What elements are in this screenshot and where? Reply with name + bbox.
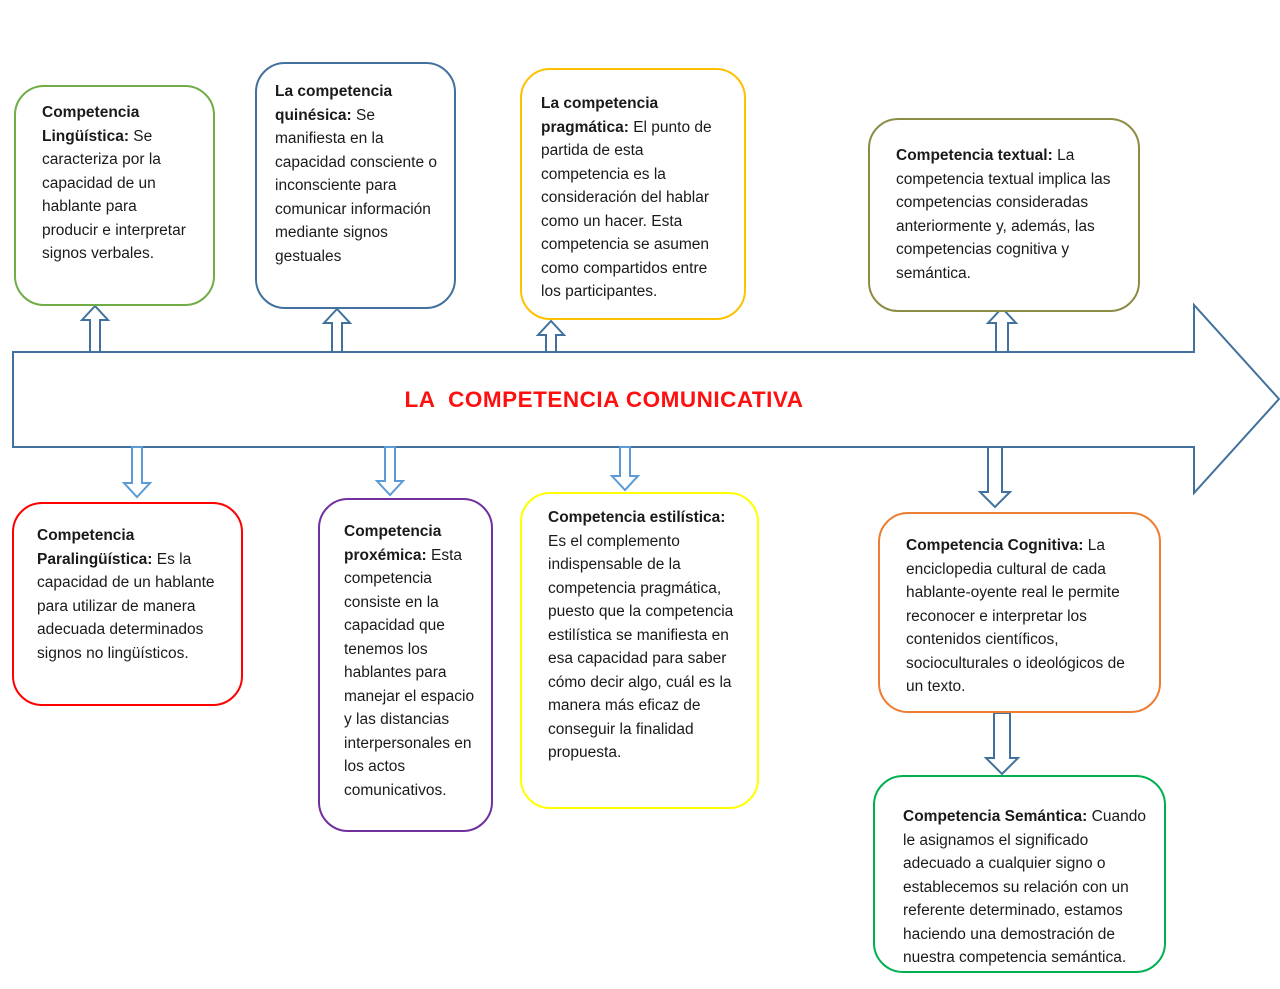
box-competencia-proxemica: Competencia proxémica: Esta competencia … xyxy=(318,498,493,832)
main-arrow-title: LA COMPETENCIA COMUNICATIVA xyxy=(404,386,804,412)
box-competencia-paralinguistica-title: Competencia Paralingüística: xyxy=(37,527,153,568)
connector-down-proxemica-icon xyxy=(374,446,406,497)
box-competencia-linguistica-title: Competencia Lingüística: xyxy=(42,104,140,145)
connector-cognitiva-to-semantica-icon xyxy=(983,712,1021,776)
box-competencia-quinesica: La competencia quinésica: Se manifiesta … xyxy=(255,62,456,309)
connector-down-cognitiva-icon xyxy=(977,446,1013,509)
box-competencia-textual-title: Competencia textual: xyxy=(896,147,1053,164)
box-competencia-paralinguistica: Competencia Paralingüística: Es la capac… xyxy=(12,502,243,706)
box-competencia-pragmatica: La competencia pragmática: El punto de p… xyxy=(520,68,746,320)
connector-up-linguistica-icon xyxy=(79,304,111,353)
box-competencia-semantica-title: Competencia Semántica: xyxy=(903,808,1088,825)
box-competencia-quinesica-title: La competencia quinésica: xyxy=(275,83,393,124)
box-competencia-estilistica-body: Es el complemento indispensable de la co… xyxy=(548,532,734,762)
box-competencia-cognitiva-title: Competencia Cognitiva: xyxy=(906,537,1084,554)
box-competencia-semantica-body: Cuando le asignamos el significado adecu… xyxy=(903,808,1146,966)
box-competencia-proxemica-body: Esta competencia consiste en la capacida… xyxy=(344,546,475,799)
box-competencia-semantica: Competencia Semántica: Cuando le asignam… xyxy=(873,775,1166,973)
box-competencia-estilistica-title: Competencia estilística: xyxy=(548,509,726,526)
connector-up-textual-icon xyxy=(985,306,1019,353)
box-competencia-textual: Competencia textual: La competencia text… xyxy=(868,118,1140,312)
box-competencia-quinesica-body: Se manifiesta en la capacidad consciente… xyxy=(275,106,438,265)
main-arrow xyxy=(12,302,1280,496)
connector-up-quinesica-icon xyxy=(321,307,353,353)
box-competencia-linguistica: Competencia Lingüística: Se caracteriza … xyxy=(14,85,215,306)
box-competencia-cognitiva: Competencia Cognitiva: La enciclopedia c… xyxy=(878,512,1161,713)
box-competencia-proxemica-title: Competencia proxémica: xyxy=(344,523,442,564)
box-competencia-cognitiva-body: La enciclopedia cultural de cada hablant… xyxy=(906,537,1125,695)
box-competencia-textual-body: La competencia textual implica las compe… xyxy=(896,147,1111,282)
box-competencia-linguistica-body: Se caracteriza por la capacidad de un ha… xyxy=(42,127,186,263)
connector-up-pragmatica-icon xyxy=(535,319,567,353)
box-competencia-pragmatica-body: El punto de partida de esta competencia … xyxy=(541,118,712,301)
connector-down-estilistica-icon xyxy=(609,446,641,492)
box-competencia-estilistica: Competencia estilística: Es el complemen… xyxy=(520,492,759,809)
connector-down-paralinguistica-icon xyxy=(121,446,153,499)
box-competencia-paralinguistica-body: Es la capacidad de un hablante para util… xyxy=(37,550,215,662)
box-competencia-pragmatica-title: La competencia pragmática: xyxy=(541,95,659,136)
